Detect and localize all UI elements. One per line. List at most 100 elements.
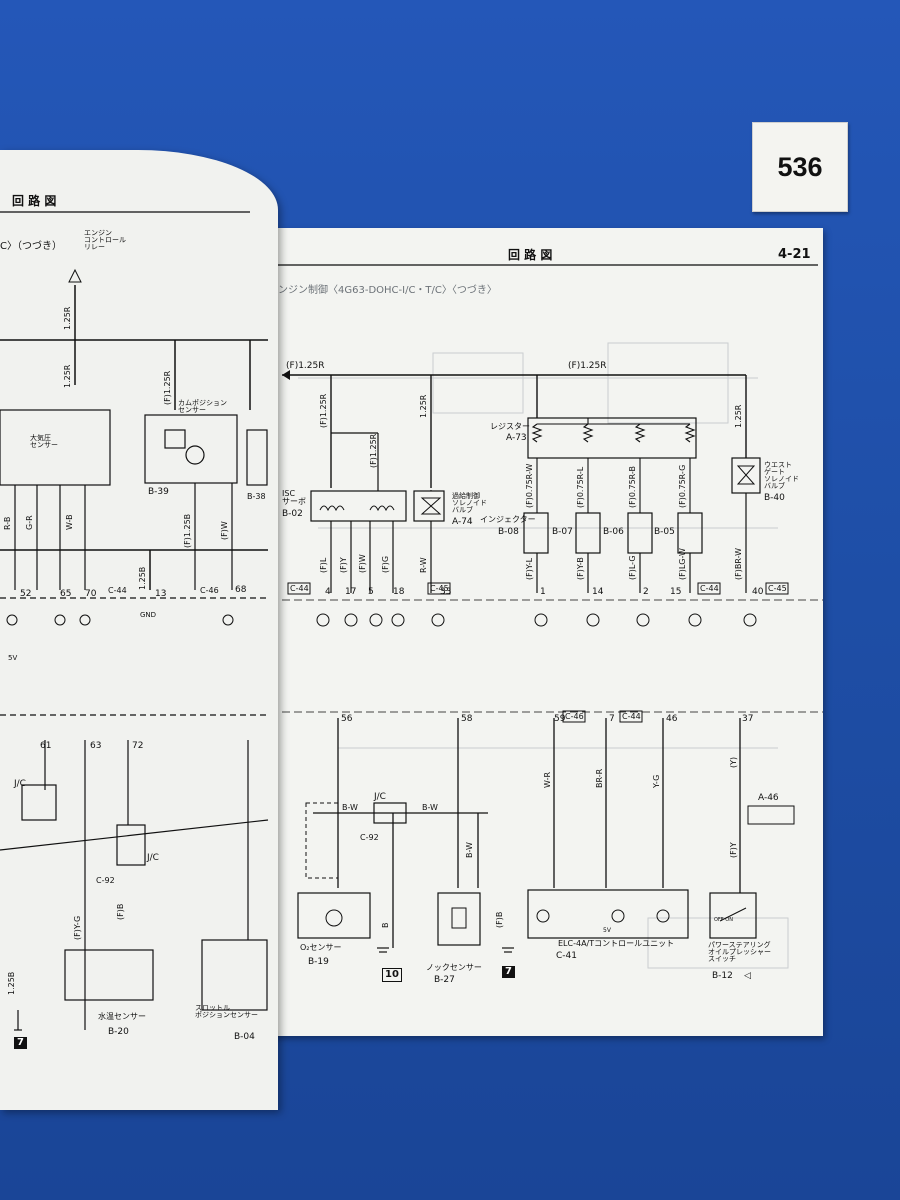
pin: 46 <box>666 714 678 724</box>
ps-switch-code: B-12 <box>712 971 733 981</box>
wire-label: (F)Y-B <box>576 557 585 580</box>
injector-code-1: B-08 <box>498 527 519 537</box>
wire-label: (F)1.25R <box>163 370 172 405</box>
wire-label: R-B <box>3 516 12 530</box>
pin: 33 <box>440 587 452 597</box>
left-section: C〉（つづき） <box>0 241 62 252</box>
wire-label: B-W <box>342 803 358 812</box>
right-header: 回 路 図 <box>508 248 553 262</box>
right-title: エンジン制御〈4G63-DOHC-I/C・T/C〉〈つづき〉 <box>268 285 497 296</box>
wire-label: (F)1.25B <box>183 513 192 548</box>
pin: 70 <box>85 589 97 599</box>
wire-label: (F)0.75R-G <box>678 464 687 508</box>
wire-label: 1.25B <box>7 971 16 995</box>
page-tag: 536 <box>752 122 848 212</box>
connector-code: C-92 <box>360 833 379 842</box>
wire-label: (Y) <box>729 756 738 768</box>
ground-number: 10 <box>382 968 402 982</box>
baro-sensor-label: 大気圧 センサー <box>30 434 58 449</box>
a46-code: A-46 <box>758 793 779 803</box>
injector-code-4: B-05 <box>654 527 675 537</box>
wire-label: (F)0.75R-L <box>576 466 585 508</box>
wastegate-label: ウエスト ゲート ソレノイド バルブ <box>764 461 799 490</box>
injector-label: インジェクター <box>480 515 536 524</box>
wire-label: (F)LG-W <box>678 548 687 580</box>
pin: 14 <box>592 587 604 597</box>
pin: 68 <box>235 585 247 595</box>
injector-code-3: B-06 <box>603 527 624 537</box>
pin: 7 <box>609 714 615 724</box>
wire-label: (F)Y-G <box>73 915 82 940</box>
connector-code: C-44 <box>108 586 127 595</box>
throttle-sensor-code: B-04 <box>234 1032 255 1042</box>
page-tag-label: 536 <box>777 151 823 182</box>
ecu-label: ELC-4A/Tコントロールユニット <box>558 939 675 948</box>
wire-label: W-R <box>543 771 552 788</box>
b38-code: B-38 <box>247 492 266 501</box>
isc-label: ISC サーボ <box>282 489 306 506</box>
isc-code: B-02 <box>282 509 303 519</box>
connector-code: C-46 <box>200 586 219 595</box>
pin: 17 <box>345 587 357 597</box>
ecu-code: C-41 <box>556 951 577 961</box>
wire-label: (F)1.25R <box>369 433 378 468</box>
pin: 56 <box>341 714 353 724</box>
o2-sensor-code: B-19 <box>308 957 329 967</box>
connector-code: C-92 <box>96 876 115 885</box>
connector-code: C-45 <box>768 584 787 593</box>
wire-label: W-B <box>65 514 74 530</box>
jc-label-2: J/C <box>147 853 159 863</box>
bypass-label: 過給制御 ソレノイド バルブ <box>452 492 487 514</box>
bypass-code: A-74 <box>452 517 473 527</box>
jc-label: J/C <box>374 792 386 802</box>
connector-code: C-45 <box>430 584 449 593</box>
wire-label: (F)Y <box>729 842 738 858</box>
pin: 65 <box>60 589 72 599</box>
wire-label: 1.25R <box>419 394 428 418</box>
pin: 18 <box>393 587 405 597</box>
ps-switch-code-mark: ◁ <box>744 971 751 981</box>
wire-label: (F)W <box>220 521 229 540</box>
pin: 4 <box>325 587 331 597</box>
pin: 72 <box>132 741 144 751</box>
o2-sensor-label: O₂センサー <box>300 943 342 952</box>
pin: 63 <box>90 741 102 751</box>
pin: 13 <box>155 589 167 599</box>
connector-code: C-44 <box>622 712 641 721</box>
pin: 59 <box>554 714 566 724</box>
gnd-label: GND <box>140 611 157 619</box>
wire-label: G-R <box>25 515 34 530</box>
right-circuit-diagram <box>258 264 823 969</box>
ps-switch-label: パワーステアリング オイルプレッシャー スイッチ <box>708 941 771 963</box>
wire-label: Y-G <box>652 774 661 788</box>
connector-code: C-44 <box>700 584 719 593</box>
pin: 61 <box>40 741 52 751</box>
wire-label: (F)0.75R-B <box>628 466 637 508</box>
wire-label: B <box>381 922 390 929</box>
wire-label: 1.25B <box>138 566 147 590</box>
pin: 40 <box>752 587 764 597</box>
top-wire-label-right: (F)1.25R <box>568 361 607 371</box>
water-sensor-code: B-20 <box>108 1027 129 1037</box>
wire-label: (F)1.25R <box>319 393 328 428</box>
knock-sensor-label: ノックセンサー <box>426 963 482 972</box>
wire-label: (F)Y <box>339 557 348 573</box>
pin: 2 <box>643 587 649 597</box>
wire-label: 1.25R <box>734 404 743 428</box>
wire-label: (F)L <box>319 557 328 573</box>
pin: 15 <box>670 587 682 597</box>
wire-label: (F)G <box>381 555 390 573</box>
wire-label: (F)B <box>116 903 125 920</box>
ground-number: 7 <box>14 1037 27 1049</box>
wire-label: B-W <box>465 842 474 858</box>
pin: 52 <box>20 589 32 599</box>
pin: 1 <box>540 587 546 597</box>
top-wire-label: (F)1.25R <box>286 361 325 371</box>
wire-label: R-W <box>419 557 428 573</box>
wastegate-code: B-40 <box>764 493 785 503</box>
resistor-code: A-73 <box>506 433 527 443</box>
wire-label: (F)0.75R-W <box>525 463 534 508</box>
wire-label: BR-R <box>595 768 604 788</box>
wire-label: (F)W <box>358 554 367 573</box>
pin: 5 <box>368 587 374 597</box>
